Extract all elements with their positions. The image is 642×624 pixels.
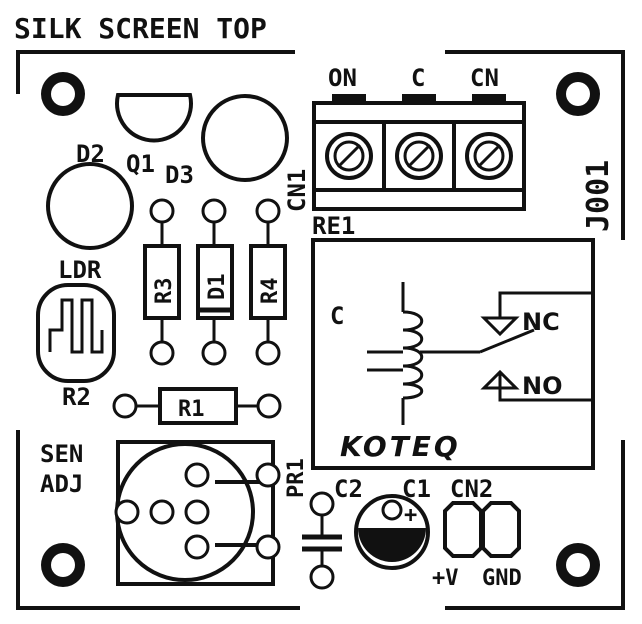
d2-led-outline <box>46 162 134 250</box>
r4-pad-bottom <box>255 340 281 366</box>
mounting-hole-bottom-right <box>556 543 600 587</box>
pr1-pad-3 <box>184 462 210 488</box>
pr1-pad-4 <box>184 499 210 525</box>
d1-label: D1 <box>205 274 230 301</box>
c1-label: C1 <box>402 475 431 503</box>
terminal-label-cn: CN <box>470 64 499 92</box>
mounting-hole-top-right <box>556 72 600 116</box>
gnd-label: GND <box>482 566 522 591</box>
d1-pad-bottom <box>201 340 227 366</box>
ldr-label: LDR <box>58 256 102 284</box>
r4-label: R4 <box>258 278 283 305</box>
r1-label: R1 <box>178 397 205 422</box>
d3-led-outline <box>201 94 289 182</box>
board-outline-top-right <box>445 50 625 240</box>
r3-pad-bottom <box>149 340 175 366</box>
d1-pad-top <box>201 198 227 224</box>
d1-diode-body <box>196 244 234 320</box>
r1-pad-right <box>256 393 282 419</box>
d3-label: D3 <box>165 161 194 189</box>
pr1-pad-5 <box>184 534 210 560</box>
q1-transistor-outline <box>115 93 193 143</box>
sen-label: SEN <box>40 440 83 468</box>
r3-label: R3 <box>152 278 177 305</box>
pr1-label: PR1 <box>284 458 309 498</box>
relay-brand-label: KOTEQ <box>340 430 461 463</box>
d2-label: D2 <box>76 140 105 168</box>
diagram-title: SILK SCREEN TOP <box>14 12 267 45</box>
screw-1 <box>325 132 373 180</box>
r4-resistor-body <box>249 244 287 320</box>
screw-2 <box>395 132 443 180</box>
board-id-label: J001 <box>581 160 616 232</box>
mounting-hole-bottom-left <box>41 543 85 587</box>
c1-electrolytic-capacitor <box>354 494 430 570</box>
ldr-symbol <box>36 283 116 383</box>
re1-relay-outline <box>311 238 595 470</box>
relay-coil-label: C <box>330 302 344 330</box>
q1-label: Q1 <box>126 150 155 178</box>
r3-resistor-body <box>143 244 181 320</box>
cn2-label: CN2 <box>450 475 493 503</box>
screw-3 <box>465 132 513 180</box>
c1-polarity-mark: + <box>404 503 417 528</box>
mounting-hole-top-left <box>41 72 85 116</box>
c2-label: C2 <box>334 475 363 503</box>
pr1-pad-6 <box>255 462 281 488</box>
terminal-label-on: ON <box>328 64 357 92</box>
r2-label: R2 <box>62 383 91 411</box>
relay-switch-contact <box>479 291 593 402</box>
relay-no-label: NO <box>522 372 563 400</box>
r4-pad-top <box>255 198 281 224</box>
cn1-screw-terminal <box>312 94 526 211</box>
r1-pad-left <box>112 393 138 419</box>
adj-label: ADJ <box>40 470 83 498</box>
pv-label: +V <box>432 566 459 591</box>
board-outline-bottom-right <box>445 440 625 610</box>
r3-pad-top <box>149 198 175 224</box>
pr1-pad-1 <box>114 499 140 525</box>
board-outline-top-left <box>16 50 295 94</box>
terminal-label-c: C <box>411 64 425 92</box>
relay-coil-symbol <box>367 282 480 425</box>
pr1-pad-2 <box>149 499 175 525</box>
pr1-pad-7 <box>255 534 281 560</box>
re1-label: RE1 <box>312 212 355 240</box>
c2-capacitor <box>302 491 342 590</box>
cn2-connector <box>443 501 521 558</box>
relay-nc-label: NC <box>522 308 560 336</box>
board-outline-bottom-left <box>16 430 300 610</box>
cn1-label: CN1 <box>283 169 311 212</box>
